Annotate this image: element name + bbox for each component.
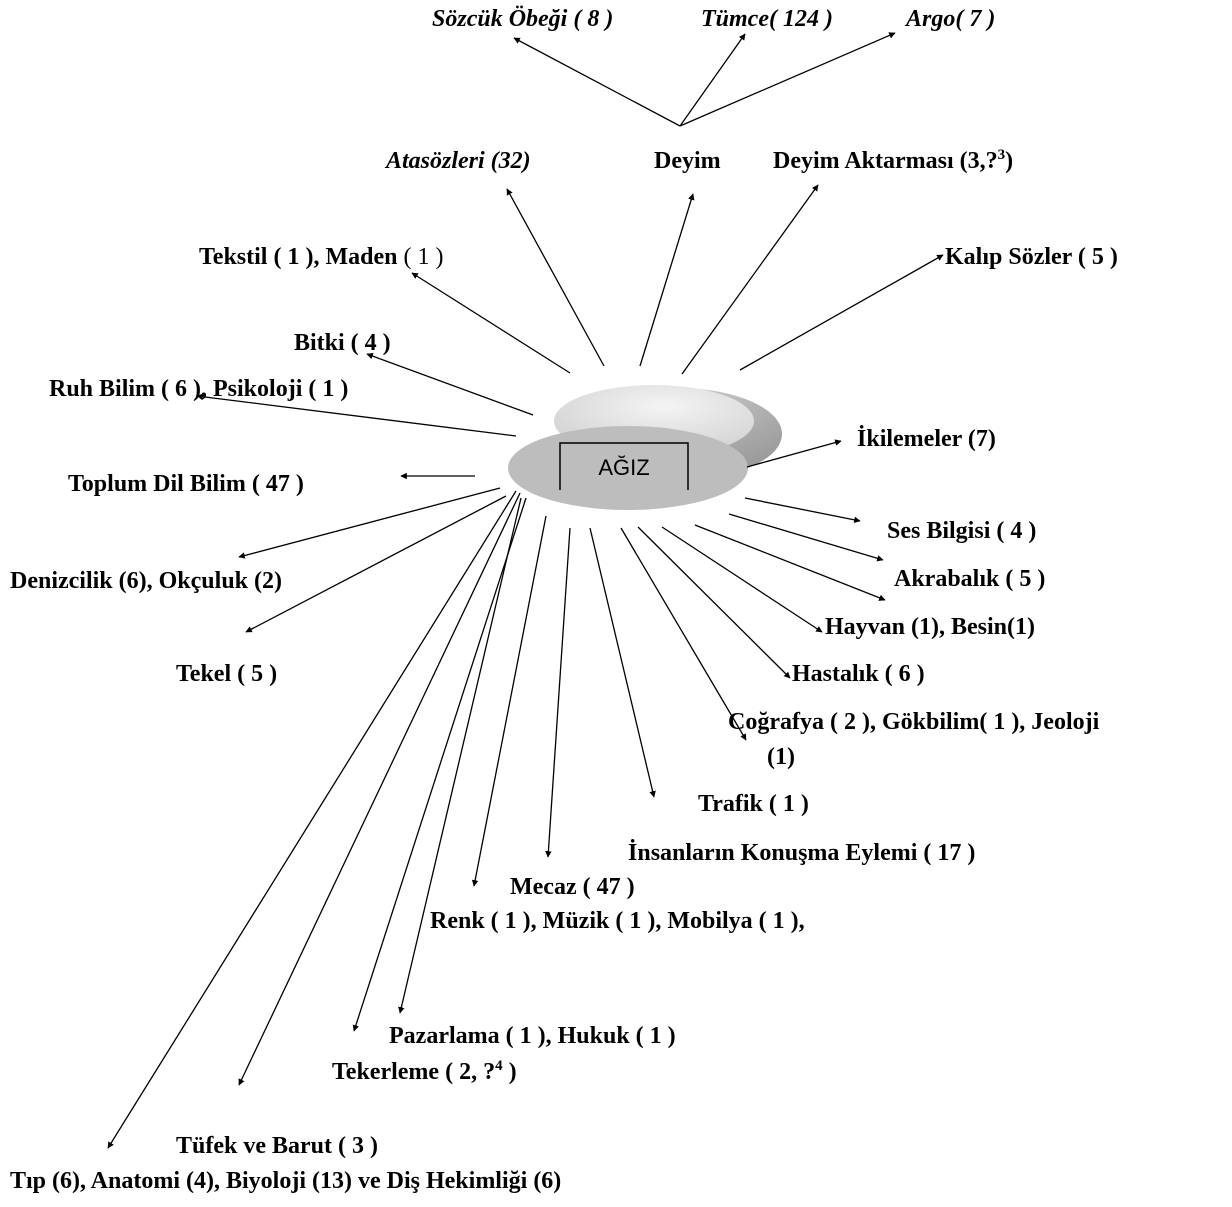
arrow-tekerleme <box>352 497 527 1032</box>
footnote-4: 4 <box>495 1058 503 1074</box>
label-tip: Tıp (6), Anatomi (4), Biyoloji (13) ve D… <box>10 1168 562 1194</box>
label-toplum-dil-bilim: Toplum Dil Bilim ( 47 ) <box>68 471 304 497</box>
label-tufek: Tüfek ve Barut ( 3 ) <box>176 1133 378 1159</box>
label-cografya: Coğrafya ( 2 ), Gökbilim( 1 ), Jeoloji <box>728 709 1100 735</box>
arrow-denizcilik <box>238 487 501 559</box>
arrow-atasozleri <box>506 188 605 367</box>
label-pazarlama: Pazarlama ( 1 ), Hukuk ( 1 ) <box>389 1023 676 1049</box>
label-jeoloji-count: (1) <box>767 744 795 770</box>
arrow-pazarlama <box>398 497 522 1014</box>
arrow-tekstil <box>411 272 571 374</box>
label-sozcuk-obegi: Sözcük Öbeği ( 8 ) <box>432 6 614 32</box>
label-akrabalik: Akrabalık ( 5 ) <box>894 566 1046 592</box>
arrow-hastalik <box>637 526 791 679</box>
arrow-ruh-bilim <box>196 393 517 437</box>
label-renk: Renk ( 1 ), Müzik ( 1 ), Mobilya ( 1 ), <box>430 908 805 934</box>
arrow-tip <box>107 490 517 1149</box>
arrow-ikilemeler <box>746 439 842 468</box>
arrow-akrabalik <box>728 513 884 562</box>
arrow-argo <box>679 32 896 127</box>
label-maden-count: ( 1 ) <box>403 244 444 270</box>
arrow-tekel <box>245 495 507 633</box>
arrow-akrabalik-2 <box>694 524 886 601</box>
label-ses-bilgisi: Ses Bilgisi ( 4 ) <box>887 518 1037 544</box>
label-tumce: Tümce( 124 ) <box>701 6 833 32</box>
label-kalip-sozler: Kalıp Sözler ( 5 ) <box>945 244 1118 270</box>
label-hastalik: Hastalık ( 6 ) <box>792 661 925 687</box>
arrow-tumce <box>679 33 746 127</box>
label-insanlarin-konusma: İnsanların Konuşma Eylemi ( 17 ) <box>628 840 976 866</box>
arrow-mecaz <box>545 527 571 858</box>
label-ruh-bilim: Ruh Bilim ( 6 ), Psikoloji ( 1 ) <box>49 376 349 402</box>
arrow-cografya <box>620 527 747 741</box>
label-tekstil-text: Tekstil ( 1 ), Maden <box>199 244 404 270</box>
label-trafik: Trafik ( 1 ) <box>698 791 809 817</box>
hub-label: AĞIZ <box>598 455 650 480</box>
arrow-tufek <box>238 492 521 1086</box>
arrow-kalip-sozler <box>739 254 944 371</box>
arrow-deyim <box>639 193 695 367</box>
label-tekerleme-text: Tekerleme ( 2, ? <box>332 1059 496 1085</box>
label-denizcilik: Denizcilik (6), Okçuluk (2) <box>10 568 283 594</box>
label-argo: Argo( 7 ) <box>906 6 996 32</box>
label-tekerleme-end: ) <box>502 1059 517 1085</box>
label-ikilemeler: İkilemeler (7) <box>857 426 996 452</box>
label-deyim-aktarmasi-text: Deyim Aktarması (3,? <box>773 148 998 174</box>
label-hayvan: Hayvan (1), Besin(1) <box>825 614 1035 640</box>
label-deyim: Deyim <box>654 148 721 174</box>
arrow-ses-bilgisi <box>744 497 861 524</box>
label-deyim-aktarmasi-end: ) <box>1005 148 1014 174</box>
hub-shape <box>508 385 782 510</box>
label-mecaz: Mecaz ( 47 ) <box>510 874 635 900</box>
arrow-sozcuk-obegi <box>513 37 681 127</box>
label-tekerleme: Tekerleme ( 2, ?4 ) <box>332 1059 517 1087</box>
deyim-fan-lines <box>513 32 896 127</box>
hub-arrows <box>107 184 944 1149</box>
arrow-bitki <box>366 352 534 416</box>
label-deyim-aktarmasi: Deyim Aktarması (3,?3) <box>773 148 1013 176</box>
arrow-renk <box>471 515 547 887</box>
arrow-trafik <box>589 527 656 798</box>
arrow-hayvan <box>661 526 823 633</box>
label-atasozleri: Atasözleri (32) <box>386 148 531 174</box>
arrow-deyim-aktarmasi <box>681 184 819 375</box>
label-tekel: Tekel ( 5 ) <box>176 661 278 687</box>
label-tekstil-maden: Tekstil ( 1 ), Maden ( 1 ) <box>199 244 443 272</box>
footnote-3: 3 <box>997 147 1006 163</box>
label-bitki: Bitki ( 4 ) <box>294 330 391 356</box>
